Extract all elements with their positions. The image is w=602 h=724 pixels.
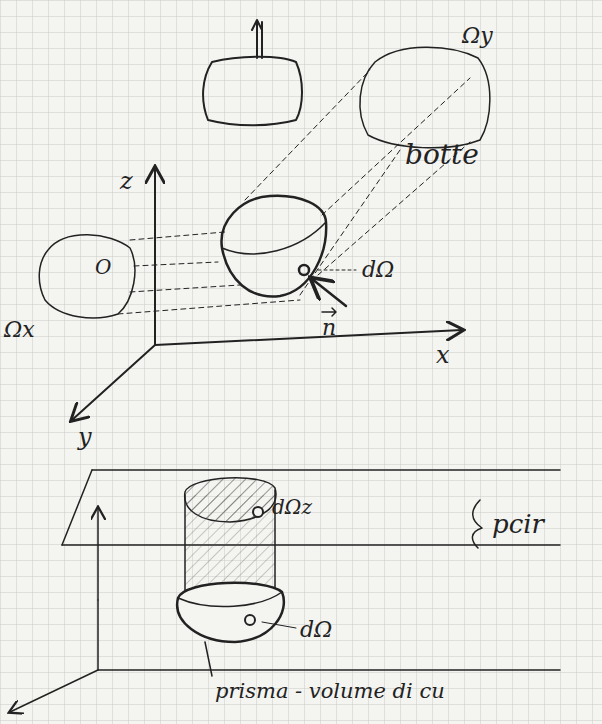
vector-name: n	[322, 316, 336, 340]
z-axis	[154, 168, 156, 345]
projection-x	[39, 235, 135, 318]
leader-line	[318, 270, 356, 271]
brace	[472, 500, 482, 548]
projection-line	[130, 232, 225, 240]
vector-mark	[322, 308, 336, 316]
element-name: dΩz	[272, 496, 312, 518]
surface-element	[253, 507, 263, 517]
body-rim	[178, 592, 282, 607]
projection-line	[118, 300, 300, 314]
x-axis	[155, 330, 462, 345]
surface-element	[245, 615, 255, 625]
axis	[97, 600, 99, 670]
axis	[97, 508, 99, 600]
projection-y	[360, 47, 490, 148]
axis	[10, 670, 98, 712]
leader-line	[262, 622, 296, 628]
y-axis	[72, 345, 155, 420]
body-rim	[222, 222, 326, 254]
projection-line	[300, 150, 400, 295]
element-name: dΩ	[300, 618, 332, 642]
projection-line	[134, 262, 218, 266]
axis-name: z	[120, 168, 133, 194]
plane-edge	[92, 469, 560, 471]
axis-name: y	[78, 424, 92, 450]
projection-line	[130, 285, 240, 292]
barrel	[203, 57, 302, 126]
hook-arrow	[252, 20, 262, 30]
element-name: dΩ	[362, 258, 394, 282]
object-name: botte	[405, 140, 479, 171]
axis-name: x	[436, 342, 450, 368]
plane-edge	[62, 544, 560, 546]
pressure-label: pcir	[492, 510, 544, 539]
normal-vector	[312, 279, 346, 306]
leader-line	[205, 642, 212, 676]
projection-line	[245, 70, 370, 200]
surface-element	[299, 265, 309, 275]
note-text: prisma - volume di cu	[215, 680, 445, 703]
region-name: Ωy	[462, 24, 493, 48]
hook-line	[256, 22, 258, 58]
origin-label: O	[95, 256, 111, 278]
prism-edge	[184, 495, 186, 600]
axis	[98, 669, 560, 671]
solid-body	[177, 583, 284, 642]
region-name: Ωx	[4, 318, 35, 342]
solid-body	[222, 196, 327, 297]
plane-edge	[62, 470, 92, 545]
